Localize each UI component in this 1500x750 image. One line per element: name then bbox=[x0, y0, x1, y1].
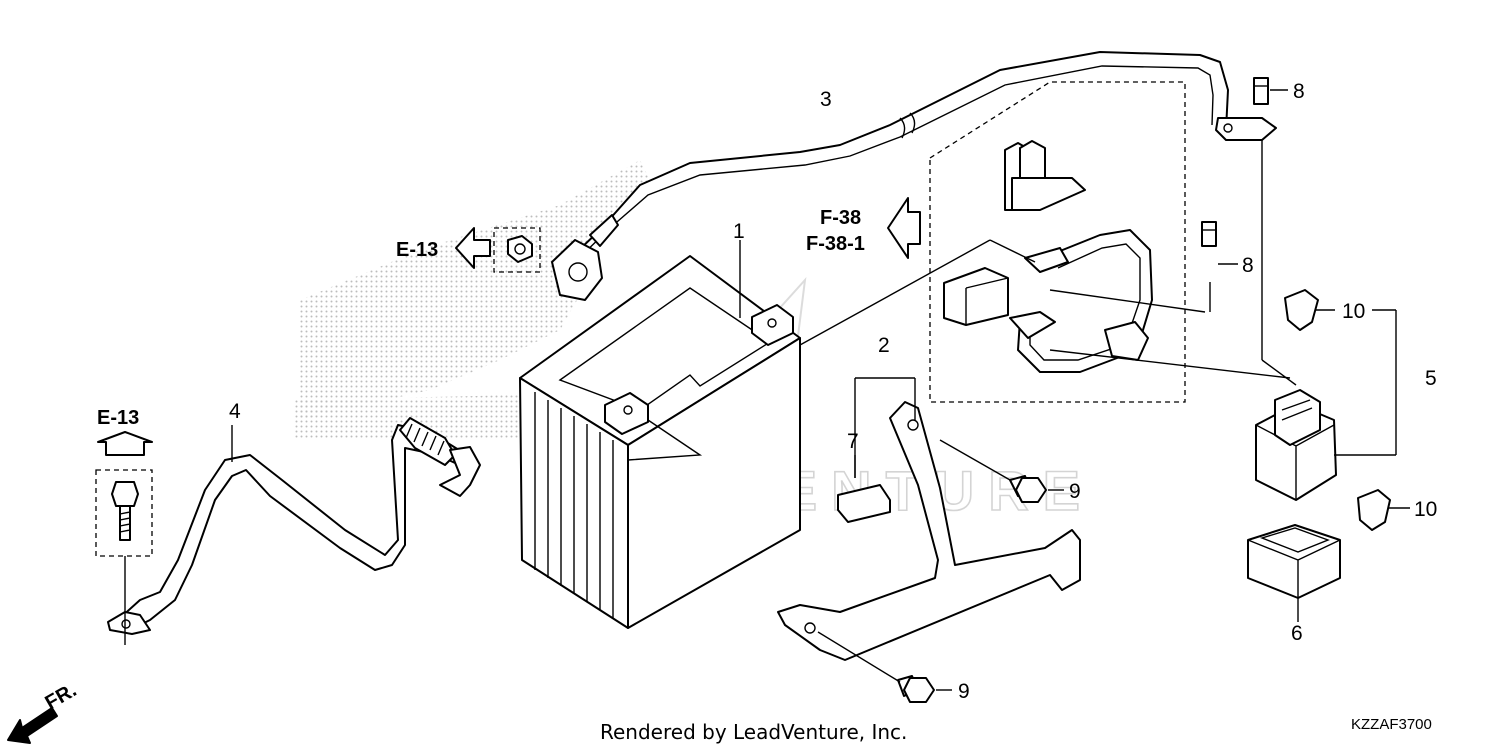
part-4-negative-cable bbox=[107, 417, 481, 635]
part-10-fuse-upper bbox=[1284, 289, 1396, 331]
part-5-starter-relay bbox=[1255, 310, 1397, 501]
callout-5: 5 bbox=[1425, 367, 1437, 390]
callout-8-middle: 8 bbox=[1242, 254, 1254, 277]
ref-f38: F-38 bbox=[820, 207, 861, 229]
part-1-battery bbox=[519, 239, 1036, 629]
rendered-by-credit: Rendered by LeadVenture, Inc. bbox=[600, 720, 907, 744]
callout-6: 6 bbox=[1291, 622, 1303, 645]
callout-2: 2 bbox=[878, 334, 890, 357]
part-8-bolt-upper bbox=[1215, 77, 1297, 386]
ref-e13-bolt: E-13 bbox=[97, 407, 139, 429]
halftone-background-logo bbox=[295, 160, 660, 440]
callout-9-lower: 9 bbox=[958, 680, 970, 703]
callout-3: 3 bbox=[820, 88, 832, 111]
callout-1: 1 bbox=[733, 220, 745, 243]
f38-subassembly-box bbox=[929, 81, 1291, 403]
part-10-fuse-lower bbox=[1357, 489, 1410, 531]
part-9-screw-upper bbox=[939, 439, 1047, 503]
part-7-pad bbox=[837, 484, 891, 523]
callout-10-lower: 10 bbox=[1414, 498, 1437, 521]
callout-4: 4 bbox=[229, 400, 241, 423]
callout-8-upper: 8 bbox=[1293, 80, 1305, 103]
part-9-screw-lower bbox=[817, 631, 935, 703]
front-label: FR. bbox=[42, 679, 81, 714]
part-6-relay-cover bbox=[1247, 524, 1341, 622]
callout-7: 7 bbox=[847, 430, 859, 453]
ref-f38-1: F-38-1 bbox=[806, 233, 865, 255]
callout-10-upper: 10 bbox=[1342, 300, 1365, 323]
e13-bolt-assembly bbox=[95, 431, 153, 645]
diagram-code: KZZAF3700 bbox=[1351, 716, 1432, 733]
part-3-positive-cable bbox=[551, 51, 1229, 301]
front-direction-arrow bbox=[7, 707, 58, 744]
e13-nut-assembly bbox=[455, 227, 541, 273]
callout-9-upper: 9 bbox=[1069, 480, 1081, 503]
ref-e13-nut: E-13 bbox=[396, 239, 438, 261]
part-8-bolt-middle bbox=[1201, 221, 1217, 312]
f38-arrow bbox=[887, 197, 921, 259]
